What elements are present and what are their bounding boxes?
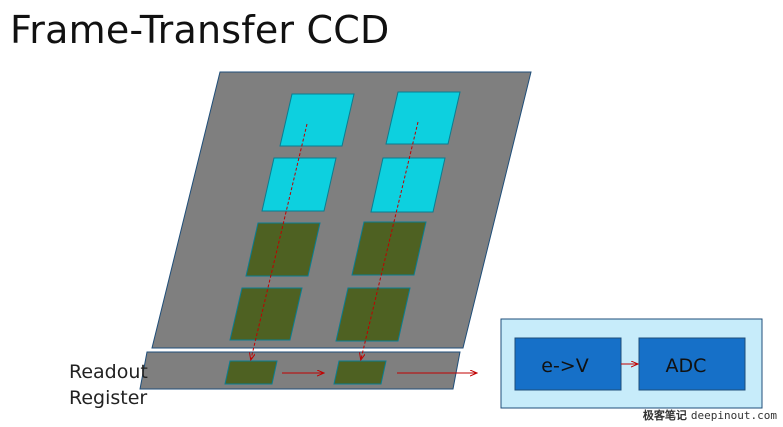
readout-pixel: [224, 360, 278, 385]
adc-label: ADC: [666, 355, 707, 377]
image-pixel: [261, 157, 337, 212]
storage-pixel: [229, 287, 303, 341]
adc-block: [638, 337, 746, 391]
image-pixel: [370, 157, 446, 213]
watermark-cn: 极客笔记: [642, 409, 687, 422]
charge-to-voltage-block: [514, 337, 622, 391]
charge-transfer-arrow: [251, 123, 308, 359]
readout-pixel: [333, 360, 387, 385]
charge-transfer-arrow: [361, 121, 419, 359]
charge-to-voltage-label: e->V: [541, 355, 588, 377]
watermark-url: deepinout.com: [690, 409, 777, 422]
storage-pixel: [351, 221, 427, 276]
image-pixel: [279, 93, 355, 147]
readout-label-line2: Register: [69, 387, 148, 409]
readout-register: [139, 351, 461, 390]
image-pixel: [385, 91, 461, 145]
storage-pixel: [335, 287, 411, 342]
readout-label-line1: Readout: [69, 361, 148, 383]
page-title: Frame-Transfer CCD: [10, 8, 390, 52]
storage-pixel: [245, 222, 321, 277]
